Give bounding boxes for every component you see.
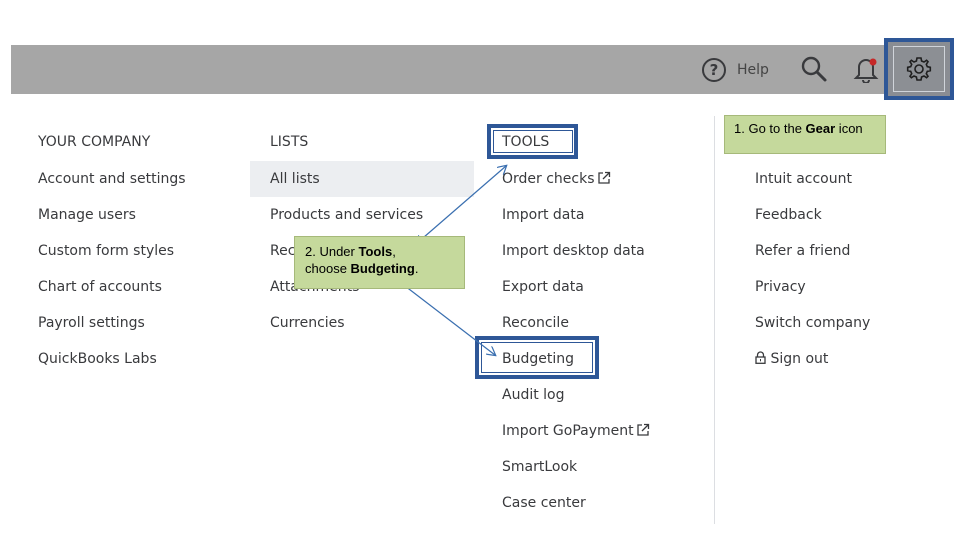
column-divider xyxy=(714,116,715,524)
menu-item-all-lists[interactable]: All lists xyxy=(270,171,320,187)
menu-item-import-data[interactable]: Import data xyxy=(502,207,585,223)
menu-item-recurring[interactable]: Rec xyxy=(270,243,296,259)
help-label: Help xyxy=(737,62,769,78)
menu-item-currencies[interactable]: Currencies xyxy=(270,315,345,331)
order-checks-label: Order checks xyxy=(502,171,595,187)
menu-item-refer-a-friend[interactable]: Refer a friend xyxy=(755,243,851,259)
menu-item-export-data[interactable]: Export data xyxy=(502,279,584,295)
notifications-button[interactable] xyxy=(853,55,879,84)
menu-item-order-checks[interactable]: Order checks xyxy=(502,171,611,187)
lock-icon xyxy=(755,351,766,364)
menu-item-intuit-account[interactable]: Intuit account xyxy=(755,171,852,187)
menu-item-sign-out[interactable]: Sign out xyxy=(755,351,828,367)
help-button[interactable]: ? Help xyxy=(702,57,769,83)
menu-item-smartlook[interactable]: SmartLook xyxy=(502,459,578,475)
menu-item-audit-log[interactable]: Audit log xyxy=(502,387,565,403)
menu-item-import-gopayment[interactable]: Import GoPayment xyxy=(502,423,650,439)
menu-item-import-desktop-data[interactable]: Import desktop data xyxy=(502,243,645,259)
top-bar xyxy=(11,45,954,94)
gear-button[interactable] xyxy=(893,46,945,92)
menu-item-feedback[interactable]: Feedback xyxy=(755,207,822,223)
callout-step-2: 2. Under Tools, choose Budgeting. xyxy=(294,236,465,289)
import-gopayment-label: Import GoPayment xyxy=(502,423,634,439)
your-company-heading: YOUR COMPANY xyxy=(38,134,151,150)
search-button[interactable] xyxy=(800,55,828,83)
notification-dot xyxy=(869,58,877,66)
menu-item-payroll-settings[interactable]: Payroll settings xyxy=(38,315,145,331)
lists-heading: LISTS xyxy=(270,134,309,150)
menu-item-case-center[interactable]: Case center xyxy=(502,495,586,511)
budgeting-highlight-inner xyxy=(481,342,593,373)
menu-item-quickbooks-labs[interactable]: QuickBooks Labs xyxy=(38,351,157,367)
gear-icon xyxy=(906,57,932,81)
external-link-icon xyxy=(636,423,649,436)
help-icon: ? xyxy=(702,58,726,82)
menu-item-custom-form-styles[interactable]: Custom form styles xyxy=(38,243,175,259)
tools-heading: TOOLS xyxy=(502,134,550,150)
menu-item-budgeting[interactable]: Budgeting xyxy=(502,351,575,367)
budgeting-highlight-box xyxy=(475,336,599,379)
menu-item-manage-users[interactable]: Manage users xyxy=(38,207,136,223)
callout-step-1: 1. Go to the Gear icon xyxy=(724,115,886,154)
menu-item-products-services[interactable]: Products and services xyxy=(270,207,424,223)
menu-item-account-settings[interactable]: Account and settings xyxy=(38,171,186,187)
menu-item-chart-of-accounts[interactable]: Chart of accounts xyxy=(38,279,162,295)
external-link-icon xyxy=(597,171,610,184)
tools-highlight-inner xyxy=(493,130,573,153)
bell-icon xyxy=(853,58,879,84)
menu-item-reconcile[interactable]: Reconcile xyxy=(502,315,569,331)
search-icon xyxy=(801,56,827,82)
tools-highlight-box xyxy=(487,124,578,159)
menu-item-privacy[interactable]: Privacy xyxy=(755,279,806,295)
sign-out-label: Sign out xyxy=(770,351,829,367)
menu-item-switch-company[interactable]: Switch company xyxy=(755,315,871,331)
